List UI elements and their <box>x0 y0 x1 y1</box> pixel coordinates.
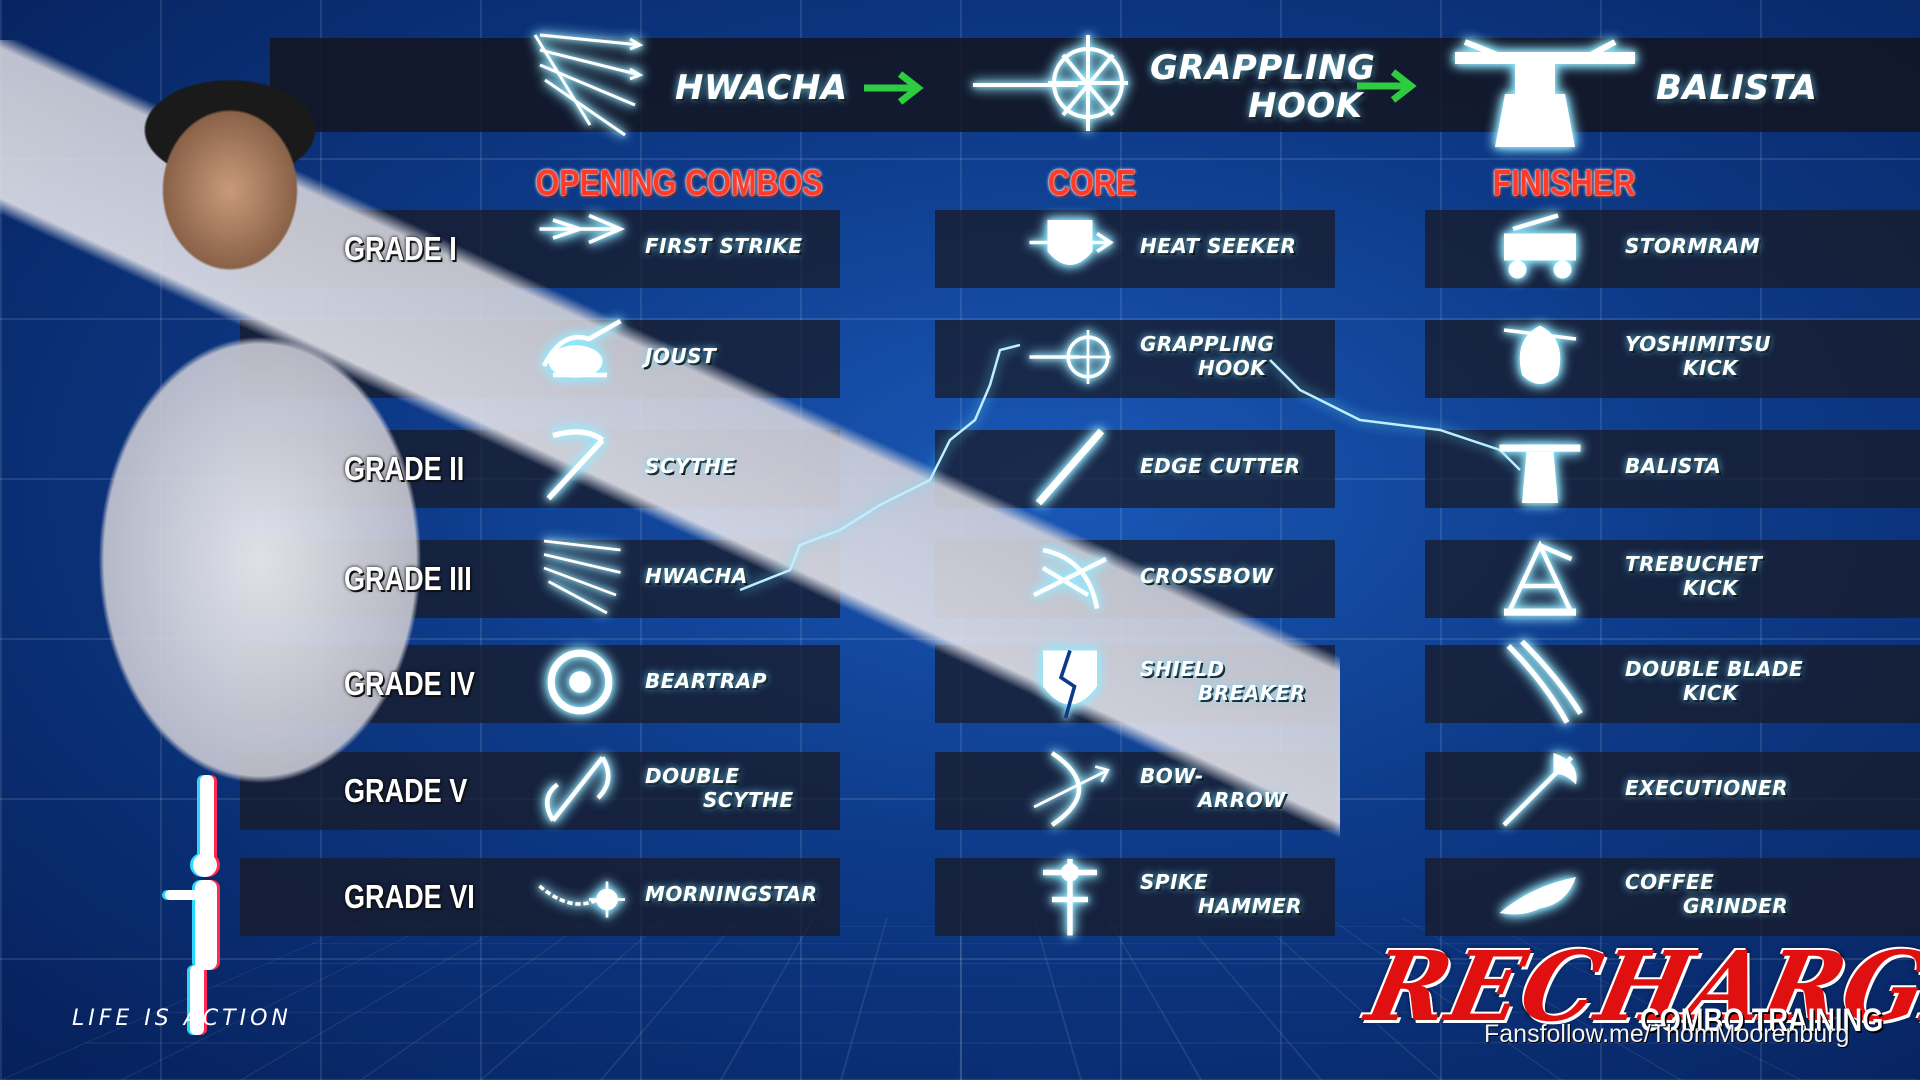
opening-combo-label: MORNINGSTAR <box>645 882 818 906</box>
kicking-figure-logo <box>150 770 260 1040</box>
row-band <box>935 320 1335 398</box>
grappling-hook-icon <box>968 25 1138 135</box>
core-combo-label-line: CROSSBOW <box>1140 564 1273 588</box>
watermark: Fansfollow.me/ThomMoorenburg <box>1484 1020 1849 1049</box>
bow-arrow-icon <box>1020 744 1120 834</box>
grade-label: GRADE V <box>344 772 467 810</box>
opening-combo-label: JOUST <box>645 344 716 368</box>
core-combo-label: GRAPPLINGHOOK <box>1140 332 1274 380</box>
finisher-combo-label: COFFEEGRINDER <box>1625 870 1788 918</box>
balista-icon <box>1445 22 1645 152</box>
finisher-combo-label-line: EXECUTIONER <box>1625 776 1788 800</box>
spike-hammer-icon <box>1020 850 1120 940</box>
core-combo-label-line: HAMMER <box>1140 894 1302 918</box>
finisher-combo-label: EXECUTIONER <box>1625 776 1788 800</box>
core-combo-label-line: BREAKER <box>1140 681 1306 705</box>
finisher-combo-label-line: KICK <box>1625 681 1803 705</box>
arrow-right-icon <box>1355 68 1425 104</box>
core-combo-label-line: HEAT SEEKER <box>1140 234 1296 258</box>
opening-combo-label-line: MORNINGSTAR <box>645 882 818 906</box>
grade-label: GRADE IV <box>344 665 475 703</box>
finisher-combo-label: TREBUCHETKICK <box>1625 552 1762 600</box>
opening-combo-label: FIRST STRIKE <box>645 234 803 258</box>
double-scythe-icon <box>530 744 630 834</box>
opening-combo-label-line: DOUBLE <box>645 764 794 788</box>
heat-seeker-icon <box>1020 202 1120 292</box>
arrow-right-icon <box>862 70 932 106</box>
core-combo-label: HEAT SEEKER <box>1140 234 1296 258</box>
core-combo-label-line: SHIELD <box>1140 657 1306 681</box>
core-combo-label-line: HOOK <box>1140 356 1274 380</box>
grade-label: GRADE III <box>344 560 472 598</box>
grade-label: GRADE II <box>344 450 464 488</box>
core-combo-label: BOW-ARROW <box>1140 764 1286 812</box>
opening-combo-label: HWACHA <box>645 564 748 588</box>
balista-icon <box>1490 422 1590 512</box>
finisher-combo-label-line: TREBUCHET <box>1625 552 1762 576</box>
top-step-hook: HOOK <box>1248 86 1363 126</box>
opening-combo-label-line: HWACHA <box>645 564 748 588</box>
finisher-combo-label: STORMRAM <box>1625 234 1760 258</box>
finisher-combo-label-line: KICK <box>1625 356 1771 380</box>
core-combo-label: SHIELDBREAKER <box>1140 657 1306 705</box>
opening-combo-label-line: FIRST STRIKE <box>645 234 803 258</box>
core-combo-label-line: SPIKE <box>1140 870 1302 894</box>
core-combo-label-line: ARROW <box>1140 788 1286 812</box>
core-combo-label: SPIKEHAMMER <box>1140 870 1302 918</box>
opening-combo-label-line: BEARTRAP <box>645 669 767 693</box>
grade-label: GRADE VI <box>344 878 475 916</box>
stormram-icon <box>1490 202 1590 292</box>
first-strike-icon <box>530 202 630 292</box>
finisher-combo-label: DOUBLE BLADEKICK <box>1625 657 1803 705</box>
row-band <box>935 540 1335 618</box>
core-combo-label-line: BOW- <box>1140 764 1286 788</box>
edge-cutter-icon <box>1020 422 1120 512</box>
section-core: CORE <box>1048 162 1136 204</box>
finisher-combo-label-line: BALISTA <box>1625 454 1721 478</box>
core-combo-label: CROSSBOW <box>1140 564 1273 588</box>
trebuchet-kick-icon <box>1490 532 1590 622</box>
coffee-grinder-icon <box>1490 850 1590 940</box>
finisher-combo-label: YOSHIMITSUKICK <box>1625 332 1771 380</box>
top-step-balista: BALISTA <box>1656 68 1817 108</box>
scythe-icon <box>530 422 630 512</box>
finisher-combo-label: BALISTA <box>1625 454 1721 478</box>
hwacha-icon <box>530 532 630 622</box>
beartrap-icon <box>530 637 630 727</box>
core-combo-label: EDGE CUTTER <box>1140 454 1301 478</box>
joust-icon <box>530 312 630 402</box>
morningstar-icon <box>530 850 630 940</box>
opening-combo-label-line: JOUST <box>645 344 716 368</box>
double-blade-kick-icon <box>1490 637 1590 727</box>
executioner-icon <box>1490 744 1590 834</box>
section-opening-combos: OPENING COMBOS <box>535 162 822 204</box>
crossbow-icon <box>1020 532 1120 622</box>
opening-combo-label-line: SCYTHE <box>645 454 736 478</box>
top-step-hwacha: HWACHA <box>675 68 848 108</box>
top-step-grappling: GRAPPLING <box>1150 48 1375 88</box>
hwacha-icon <box>530 25 650 145</box>
finisher-combo-label-line: STORMRAM <box>1625 234 1760 258</box>
grade-label: GRADE I <box>344 230 457 268</box>
grappling-hook-icon <box>1020 312 1120 402</box>
yoshimitsu-kick-icon <box>1490 312 1590 402</box>
finisher-combo-label-line: YOSHIMITSU <box>1625 332 1771 356</box>
finisher-combo-label-line: GRINDER <box>1625 894 1788 918</box>
opening-combo-label-line: SCYTHE <box>645 788 794 812</box>
life-is-action-logo: LIFE IS ACTION <box>72 1006 292 1031</box>
core-combo-label-line: GRAPPLING <box>1140 332 1274 356</box>
opening-combo-label: SCYTHE <box>645 454 736 478</box>
finisher-combo-label-line: COFFEE <box>1625 870 1788 894</box>
finisher-combo-label-line: DOUBLE BLADE <box>1625 657 1803 681</box>
shield-breaker-icon <box>1020 637 1120 727</box>
finisher-combo-label-line: KICK <box>1625 576 1762 600</box>
opening-combo-label: BEARTRAP <box>645 669 767 693</box>
opening-combo-label: DOUBLESCYTHE <box>645 764 794 812</box>
section-finisher: FINISHER <box>1493 162 1636 204</box>
core-combo-label-line: EDGE CUTTER <box>1140 454 1301 478</box>
